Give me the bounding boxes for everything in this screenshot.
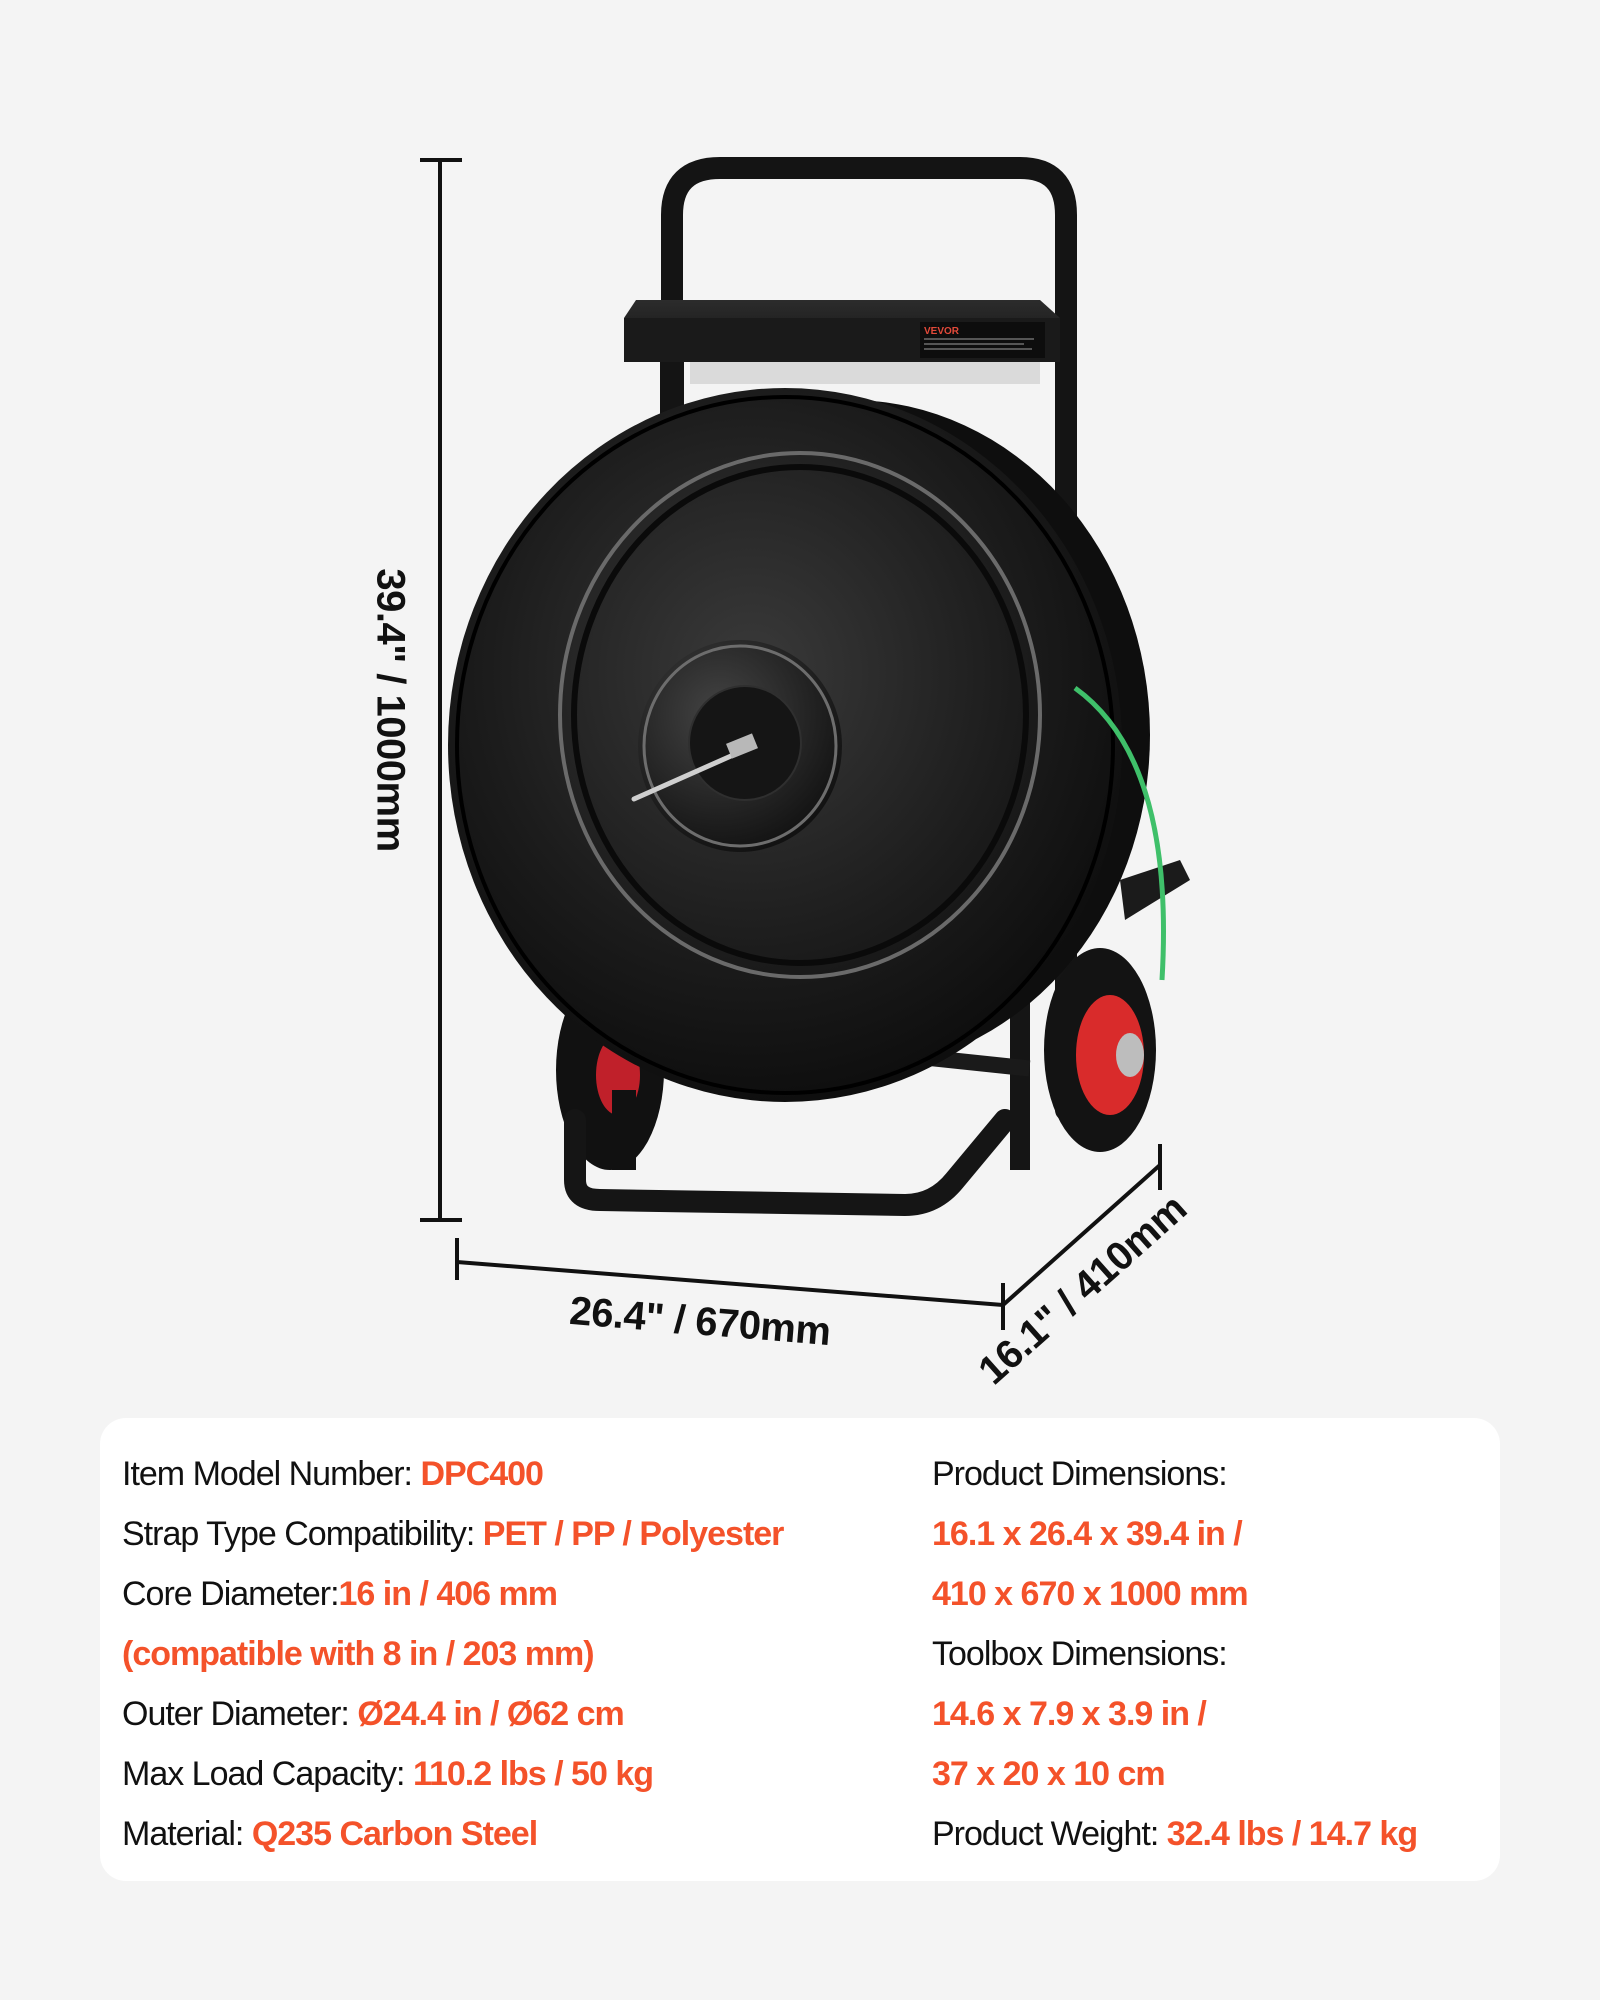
spec-model-number: Item Model Number: DPC400 (122, 1444, 783, 1504)
spec-label: Product Weight: (932, 1815, 1167, 1853)
spec-value: 410 x 670 x 1000 mm (932, 1575, 1249, 1613)
spec-toolbox-dimensions-imperial: 14.6 x 7.9 x 3.9 in / (932, 1684, 1417, 1744)
cart-wheel (1044, 948, 1156, 1152)
spec-value: Ø24.4 in / Ø62 cm (357, 1695, 624, 1733)
spec-product-dimensions-metric: 410 x 670 x 1000 mm (932, 1564, 1417, 1624)
spec-value: 16.1 x 26.4 x 39.4 in / (932, 1515, 1243, 1553)
spec-max-load: Max Load Capacity: 110.2 lbs / 50 kg (122, 1744, 783, 1804)
spec-label: Max Load Capacity: (122, 1755, 413, 1793)
product-illustration: VEVOR (368, 157, 1195, 1393)
spec-value: 14.6 x 7.9 x 3.9 in / (932, 1695, 1207, 1733)
spec-value: PET / PP / Polyester (482, 1515, 785, 1553)
dimension-lines (420, 158, 1162, 1330)
strapping-cart-image: VEVOR (420, 157, 1190, 1330)
spec-strap-type: Strap Type Compatibility: PET / PP / Pol… (122, 1504, 785, 1564)
toolbox-tray: VEVOR (624, 300, 1060, 384)
height-dimension-label: 39.4" / 1000mm (368, 568, 413, 852)
spec-value: Q235 Carbon Steel (251, 1815, 538, 1853)
spec-label: Material: (122, 1815, 252, 1853)
specs-left-column: Item Model Number: DPC400 Strap Type Com… (122, 1444, 785, 1864)
spec-value: 16 in / 406 mm (338, 1575, 558, 1613)
green-strap (1073, 685, 1166, 981)
spec-value: DPC400 (420, 1455, 544, 1493)
spec-label: Toolbox Dimensions: (932, 1635, 1228, 1673)
spec-material: Material: Q235 Carbon Steel (122, 1804, 783, 1864)
spec-label: Item Model Number: (122, 1455, 421, 1493)
spec-product-dimensions-heading: Product Dimensions: (932, 1444, 1417, 1504)
spec-label: Strap Type Compatibility: (122, 1515, 483, 1553)
spec-product-dimensions-imperial: 16.1 x 26.4 x 39.4 in / (932, 1504, 1417, 1564)
spec-core-diameter: Core Diameter:16 in / 406 mm (122, 1564, 783, 1624)
specifications-card: Item Model Number: DPC400 Strap Type Com… (100, 1418, 1500, 1881)
spec-value: 32.4 lbs / 14.7 kg (1166, 1815, 1418, 1853)
specs-right-column: Product Dimensions: 16.1 x 26.4 x 39.4 i… (932, 1444, 1418, 1864)
spec-core-compatibility: (compatible with 8 in / 203 mm) (122, 1624, 783, 1684)
spec-value: 110.2 lbs / 50 kg (412, 1755, 654, 1793)
spec-value: 37 x 20 x 10 cm (932, 1755, 1166, 1793)
spec-label: Product Dimensions: (932, 1455, 1228, 1493)
spec-product-weight: Product Weight: 32.4 lbs / 14.7 kg (932, 1804, 1418, 1864)
spec-toolbox-dimensions-heading: Toolbox Dimensions: (932, 1624, 1417, 1684)
cart-handle (661, 157, 1077, 1121)
svg-text:VEVOR: VEVOR (924, 326, 960, 337)
spec-value: (compatible with 8 in / 203 mm) (122, 1635, 595, 1673)
spec-label: Outer Diameter: (122, 1695, 358, 1733)
spec-label: Core Diameter: (122, 1575, 340, 1613)
spec-toolbox-dimensions-metric: 37 x 20 x 10 cm (932, 1744, 1417, 1804)
spec-outer-diameter: Outer Diameter: Ø24.4 in / Ø62 cm (122, 1684, 783, 1744)
